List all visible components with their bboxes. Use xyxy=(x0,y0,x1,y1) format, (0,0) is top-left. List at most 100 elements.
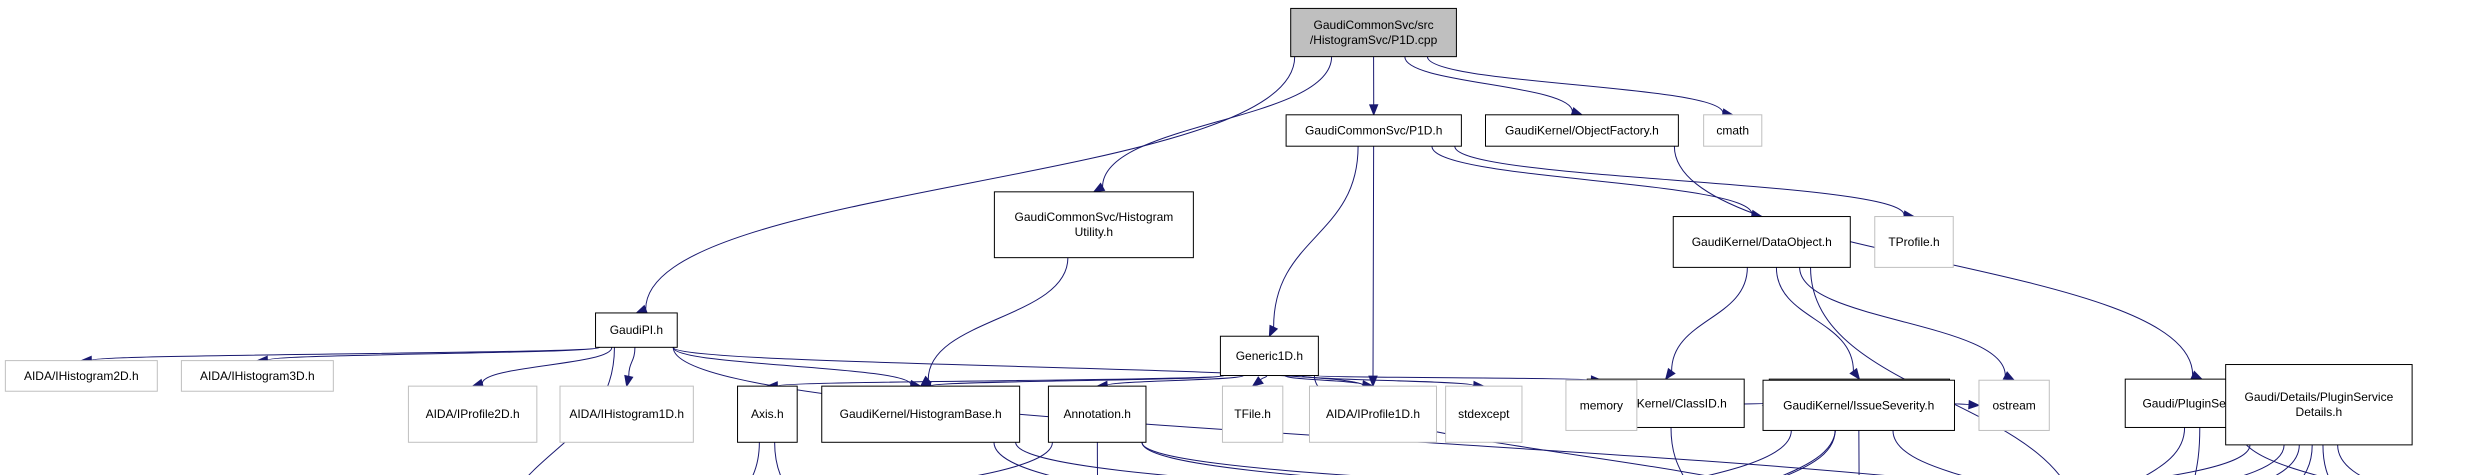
edge-line xyxy=(1454,146,1905,216)
node-label: AIDA/IHistogram2D.h xyxy=(24,369,139,383)
edge-line xyxy=(2237,427,2318,475)
edge-line xyxy=(1404,56,1573,112)
node-box xyxy=(407,385,538,443)
edge-line xyxy=(1799,267,2006,376)
edge-plugindetails-to-sstream xyxy=(2322,444,2329,475)
node-label: Gaudi/Details/PluginService xyxy=(2245,390,2394,404)
node-box xyxy=(2225,364,2413,446)
node-label: TFile.h xyxy=(1234,407,1271,421)
edge-line xyxy=(1671,267,1748,372)
edge-plugindetails-to-utility xyxy=(2275,444,2300,475)
edge-p1dcpp-to-histutil xyxy=(1092,56,1333,193)
node-box xyxy=(993,191,1194,259)
node-label: Utility.h xyxy=(1075,225,1113,239)
node-box xyxy=(1672,216,1851,268)
edge-line xyxy=(1313,375,1592,381)
edge-line xyxy=(2243,444,2285,475)
edge-dataobject-to-string xyxy=(1810,267,2060,475)
edge-annotation-to-vector xyxy=(977,442,1053,475)
edge-gaudipi-to-ihist1d xyxy=(624,347,636,388)
edge-dataobject-to-statuscode xyxy=(1775,267,1861,381)
edge-pluginsvc-to-string xyxy=(2145,427,2186,475)
node-label: cmath xyxy=(1716,124,1749,138)
node-axis[interactable]: Axis.h xyxy=(737,385,798,443)
edge-annotation-to-map xyxy=(1141,442,1302,475)
node-box xyxy=(180,360,334,392)
edge-line xyxy=(628,347,636,377)
node-label: AIDA/IHistogram3D.h xyxy=(200,369,315,383)
edge-line xyxy=(1141,442,1351,475)
edge-p1dcpp-to-gaudipi xyxy=(635,56,1296,314)
node-issueseverity[interactable]: GaudiKernel/IssueSeverity.h xyxy=(1762,379,1955,431)
edge-plugindetails-to-map xyxy=(2171,444,2251,475)
node-objfactory[interactable]: GaudiKernel/ObjectFactory.h xyxy=(1484,114,1679,147)
node-cmath: cmath xyxy=(1703,114,1763,147)
edge-line xyxy=(1096,442,1098,475)
edge-line xyxy=(2275,444,2300,475)
node-label: AIDA/IProfile1D.h xyxy=(1326,407,1420,421)
node-ihist2d: AIDA/IHistogram2D.h xyxy=(4,360,158,392)
edge-p1dcpp-to-cmath xyxy=(1426,56,1735,118)
edge-line xyxy=(1810,267,2060,475)
edge-line xyxy=(1301,375,1475,387)
edge-line xyxy=(1782,427,1837,475)
edge-line xyxy=(1775,267,1854,372)
arrowhead-icon xyxy=(1268,324,1279,338)
arrowhead-icon xyxy=(1664,367,1676,381)
node-label: GaudiPI.h xyxy=(610,323,663,337)
edge-line xyxy=(1260,375,1268,381)
node-label: Details.h xyxy=(2296,405,2343,419)
arrowhead-icon xyxy=(1368,104,1379,117)
edge-line xyxy=(2303,444,2313,475)
edge-line xyxy=(1015,442,1169,475)
node-p1dh[interactable]: GaudiCommonSvc/P1D.h xyxy=(1285,114,1462,147)
edge-line xyxy=(1892,430,1962,475)
node-box xyxy=(1285,114,1462,147)
node-box xyxy=(737,385,798,443)
node-label: GaudiCommonSvc/Histogram xyxy=(1015,210,1174,224)
node-label: GaudiKernel/IssueSeverity.h xyxy=(1783,398,1934,412)
edge-line xyxy=(266,346,601,361)
node-box xyxy=(559,385,694,443)
node-box xyxy=(1484,114,1679,147)
node-box xyxy=(1219,335,1319,377)
node-label: /HistogramSvc/P1D.cpp xyxy=(1310,33,1438,47)
edge-line xyxy=(1708,430,1792,475)
edge-classid-to-kernel xyxy=(1670,427,1684,475)
edge-gaudipi-to-iprof2d xyxy=(471,347,613,388)
edge-plugindetails-to-typeinfo xyxy=(2337,444,2361,475)
edge-gaudipi-to-vector xyxy=(528,347,615,475)
node-histbase[interactable]: GaudiKernel/HistogramBase.h xyxy=(821,385,1021,443)
node-label: TProfile.h xyxy=(1888,235,1939,249)
edge-dataobject-to-ostream xyxy=(1799,267,2016,381)
arrowhead-icon xyxy=(1849,367,1861,381)
node-label: GaudiCommonSvc/src xyxy=(1314,18,1434,32)
node-label: ostream xyxy=(1992,398,2035,412)
node-tfile: TFile.h xyxy=(1221,385,1284,443)
edge-histbase-to-kernel xyxy=(1015,442,1169,475)
node-ostream: ostream xyxy=(1978,379,2050,431)
node-label: AIDA/IProfile2D.h xyxy=(426,407,520,421)
edge-plugindetails-to-set xyxy=(2303,444,2313,475)
node-box xyxy=(1221,385,1284,443)
edge-statuscode-to-kernel xyxy=(1782,427,1837,475)
node-label: GaudiKernel/DataObject.h xyxy=(1692,235,1832,249)
node-label: Generic1D.h xyxy=(1236,349,1303,363)
node-annotation[interactable]: Annotation.h xyxy=(1047,385,1147,443)
edge-dataobject-to-classid xyxy=(1664,267,1748,381)
edge-issueseverity-to-iostream xyxy=(1708,430,1792,475)
node-iprof2d: AIDA/IProfile2D.h xyxy=(407,385,538,443)
node-gaudipi[interactable]: GaudiPI.h xyxy=(595,312,678,348)
node-dataobject[interactable]: GaudiKernel/DataObject.h xyxy=(1672,216,1851,268)
edge-p1dcpp-to-objfactory xyxy=(1404,56,1584,117)
edge-line xyxy=(977,442,1053,475)
node-p1dcpp[interactable]: GaudiCommonSvc/src/HistogramSvc/P1D.cpp xyxy=(1290,7,1457,58)
node-label: GaudiKernel/ObjectFactory.h xyxy=(1505,124,1659,138)
node-box xyxy=(1047,385,1147,443)
edge-line xyxy=(993,442,1050,475)
node-generic1d[interactable]: Generic1D.h xyxy=(1219,335,1319,377)
nodes-layer: GaudiCommonSvc/src/HistogramSvc/P1D.cppG… xyxy=(4,7,2413,446)
